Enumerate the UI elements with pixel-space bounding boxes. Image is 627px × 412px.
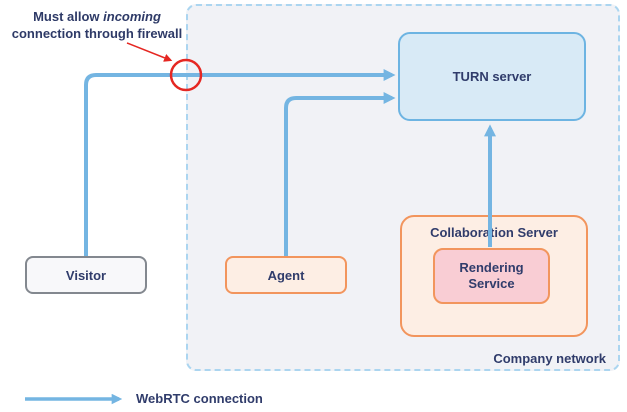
company-network-label: Company network: [493, 351, 606, 366]
collaboration-server-label: Collaboration Server: [430, 225, 558, 240]
legend-label: WebRTC connection: [136, 391, 263, 406]
agent-label: Agent: [267, 267, 305, 283]
visitor-label: Visitor: [65, 267, 107, 283]
node-visitor: Visitor: [25, 256, 147, 294]
annotation-red-arrow-icon: [126, 42, 173, 62]
annotation-line1-prefix: Must allow: [33, 9, 104, 24]
firewall-annotation: Must allow incoming connection through f…: [6, 9, 188, 42]
rendering-service-label: Rendering Service: [459, 260, 524, 291]
annotation-line1-italic: incoming: [103, 9, 161, 24]
turn-server-label: TURN server: [452, 69, 532, 84]
annotation-line2: connection through firewall: [11, 25, 183, 41]
node-turn-server: TURN server: [398, 32, 586, 121]
node-agent: Agent: [225, 256, 347, 294]
node-rendering-service: Rendering Service: [433, 248, 550, 304]
node-collaboration-server: Collaboration Server Rendering Service: [400, 215, 588, 337]
